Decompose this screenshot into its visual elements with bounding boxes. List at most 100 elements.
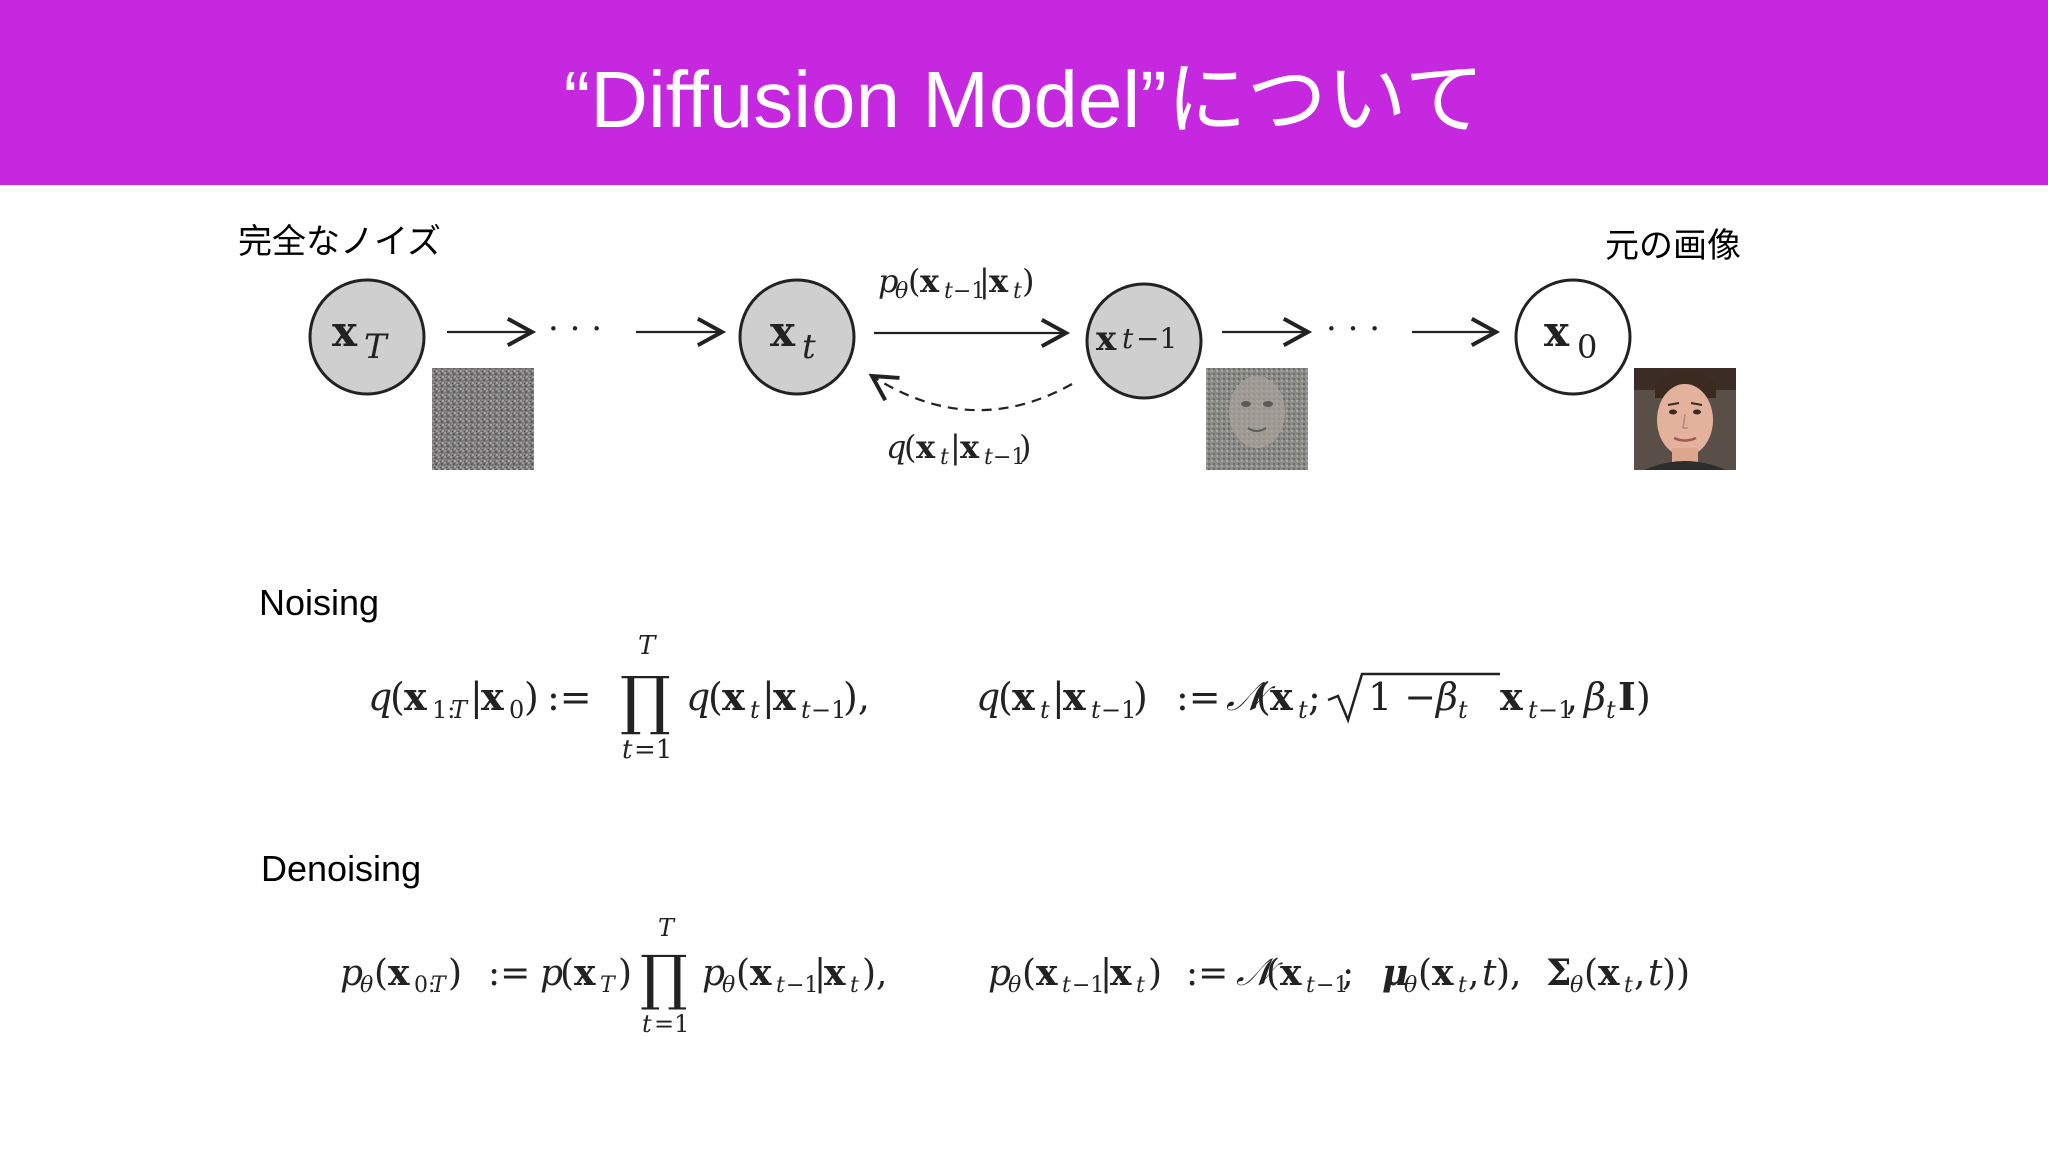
node-xt	[738, 278, 856, 396]
svg-text:|: |	[979, 262, 990, 300]
svg-text:−1: −1	[1136, 322, 1177, 355]
svg-text:(: (	[560, 953, 574, 994]
svg-text:t: t	[1624, 973, 1633, 998]
svg-text:I: I	[1618, 674, 1636, 719]
svg-text:t: t	[1298, 696, 1308, 724]
svg-text:μ: μ	[1382, 952, 1408, 994]
denoising-label: Denoising	[261, 848, 422, 889]
svg-text:x: x	[1110, 952, 1132, 994]
svg-text:x: x	[1280, 952, 1302, 994]
svg-text:t: t	[1606, 696, 1616, 724]
forward-process-label: q ( x t | x t −1 )	[886, 428, 1031, 470]
svg-text:x: x	[1012, 674, 1035, 719]
svg-text:),: ),	[862, 953, 888, 994]
svg-text:): )	[1022, 262, 1034, 300]
svg-text:x: x	[1063, 674, 1086, 719]
svg-text:t: t	[944, 279, 953, 304]
svg-text:t: t	[1091, 696, 1101, 724]
slide-title: “Diffusion Model”について	[563, 54, 1485, 144]
svg-text:T: T	[364, 327, 389, 367]
svg-text:(: (	[374, 953, 388, 994]
svg-text:=1: =1	[634, 735, 672, 765]
svg-text:q: q	[368, 675, 392, 719]
svg-text:t: t	[1122, 322, 1134, 355]
svg-text:p: p	[878, 262, 898, 300]
svg-text:−1: −1	[993, 445, 1025, 470]
svg-text:0:: 0:	[414, 973, 435, 998]
noising-label: Noising	[259, 582, 380, 623]
svg-text:−1: −1	[811, 696, 846, 724]
svg-text:t: t	[1458, 696, 1468, 724]
node-xt-minus-1-label: x	[1096, 319, 1117, 359]
svg-text:(: (	[1418, 953, 1432, 994]
svg-text:(: (	[904, 428, 916, 466]
svg-text:t: t	[801, 696, 811, 724]
svg-text:t: t	[850, 973, 859, 998]
svg-text:β: β	[1582, 675, 1606, 719]
svg-text:): )	[1019, 428, 1031, 466]
svg-text:x: x	[1500, 674, 1523, 719]
node-xT-label: x	[332, 307, 358, 356]
svg-text:(: (	[1266, 953, 1280, 994]
svg-text:;: ;	[1308, 675, 1321, 719]
svg-text:(: (	[998, 675, 1013, 719]
svg-text:|: |	[814, 953, 826, 994]
reverse-process-label: p θ ( x t −1 | x t )	[878, 262, 1034, 304]
svg-text:0: 0	[509, 696, 524, 724]
svg-text:),: ),	[843, 675, 870, 719]
node-x0-label: x	[1544, 307, 1570, 356]
svg-text:Σ: Σ	[1546, 952, 1571, 994]
svg-text:x: x	[773, 674, 796, 719]
svg-text:(: (	[708, 675, 723, 719]
svg-text:): )	[1636, 675, 1651, 719]
prod-top-2: T	[658, 914, 676, 942]
svg-text:t: t	[1482, 953, 1497, 994]
svg-text:): )	[448, 953, 462, 994]
svg-text::=: :=	[488, 953, 530, 994]
svg-text:θ: θ	[895, 279, 908, 304]
svg-text:−1: −1	[953, 279, 985, 304]
svg-text:x: x	[481, 674, 504, 719]
ellipsis-2: · · ·	[1326, 309, 1380, 349]
svg-text:T: T	[451, 696, 469, 724]
svg-text:1:: 1:	[432, 696, 455, 724]
partially-denoised-face-image	[1206, 368, 1308, 470]
svg-text:): )	[1148, 953, 1162, 994]
svg-text:θ: θ	[1404, 973, 1417, 998]
prod-bottom-2: t	[642, 1010, 652, 1038]
svg-text:x: x	[722, 674, 745, 719]
svg-text:): )	[1133, 675, 1148, 719]
svg-text::=: :=	[1186, 953, 1228, 994]
svg-text:,: ,	[1468, 953, 1479, 994]
svg-text:−1: −1	[1072, 973, 1104, 998]
svg-text:t: t	[1040, 696, 1050, 724]
svg-text:t: t	[940, 445, 949, 470]
svg-text:): )	[524, 675, 539, 719]
svg-text:x: x	[404, 674, 427, 719]
dashed-curve-arrow	[868, 373, 1073, 412]
svg-text:p: p	[988, 953, 1011, 994]
svg-text:|: |	[950, 428, 961, 466]
svg-text:−1: −1	[1101, 696, 1136, 724]
svg-text:),: ),	[1496, 953, 1522, 994]
svg-text:q: q	[686, 675, 710, 719]
svg-text:(: (	[908, 262, 920, 300]
svg-text:−1: −1	[1316, 973, 1348, 998]
svg-text:t: t	[1136, 973, 1145, 998]
svg-text:|: |	[1100, 953, 1112, 994]
node-xt-label: x	[770, 307, 796, 356]
svg-text:1 −: 1 −	[1368, 675, 1436, 719]
svg-text:x: x	[1036, 952, 1058, 994]
svg-text:|: |	[762, 675, 775, 719]
svg-text:t: t	[1013, 279, 1022, 304]
svg-text:|: |	[1052, 675, 1065, 719]
svg-text:t: t	[776, 973, 785, 998]
svg-text:(: (	[1584, 953, 1598, 994]
noise-label: 完全なノイズ	[238, 222, 441, 262]
svg-text:−1: −1	[786, 973, 818, 998]
svg-text:t: t	[750, 696, 760, 724]
svg-text:x: x	[574, 952, 596, 994]
svg-text:β: β	[1434, 675, 1458, 719]
svg-text:p: p	[340, 953, 363, 994]
svg-text::=: :=	[1176, 675, 1221, 719]
